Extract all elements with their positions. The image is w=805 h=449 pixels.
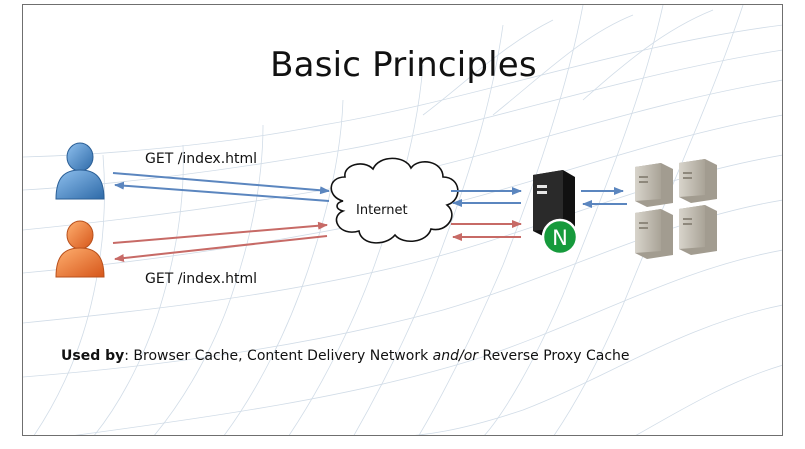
- caption-part2: Reverse Proxy Cache: [478, 348, 630, 364]
- caption: Used by: Browser Cache, Content Delivery…: [61, 348, 630, 364]
- arrows-red-internet: [451, 220, 522, 241]
- cloud-label: Internet: [356, 203, 408, 218]
- diagram-canvas: N: [23, 5, 782, 435]
- arrows-red-user: [112, 221, 328, 263]
- caption-part1: : Browser Cache, Content Delivery Networ…: [124, 348, 433, 364]
- caption-italic: and/or: [432, 348, 479, 364]
- request-label-top: GET /index.html: [145, 151, 258, 167]
- slide: N: [22, 4, 783, 436]
- cloud-icon: [330, 157, 459, 244]
- nginx-server-icon: [533, 170, 579, 256]
- request-label-bottom: GET /index.html: [145, 271, 258, 287]
- arrows-blue-user: [112, 172, 330, 202]
- caption-bold: Used by: [61, 348, 125, 364]
- arrows-blue-internet: [451, 187, 522, 207]
- nginx-badge-letter: N: [552, 226, 568, 250]
- slide-title: Basic Principles: [270, 45, 537, 85]
- user-icon-orange: [55, 220, 105, 278]
- user-icon-blue: [55, 142, 105, 200]
- arrows-backend: [581, 187, 627, 208]
- backend-server-icon: [635, 159, 717, 259]
